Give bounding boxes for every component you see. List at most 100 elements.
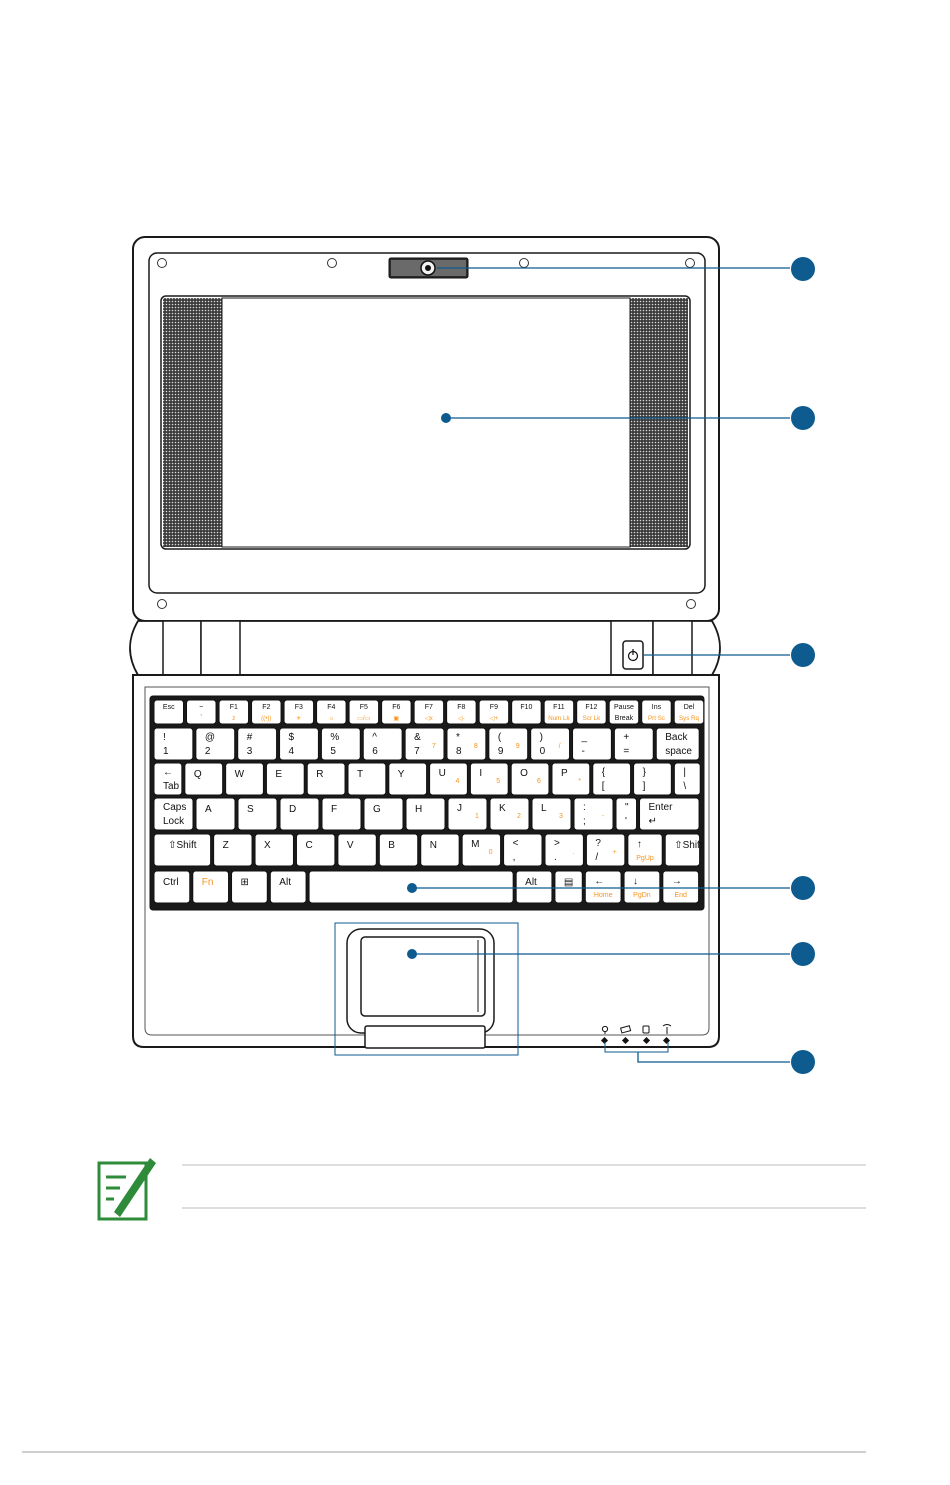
keyboard-key: @2 (195, 727, 236, 761)
key-sublabel: 8 (456, 746, 462, 757)
key-fn-label: 8 (474, 743, 478, 750)
key-label: P (561, 768, 568, 779)
key-label: X (264, 840, 271, 851)
keyboard-key: ?/+ (585, 833, 626, 867)
key-label: D (289, 804, 296, 815)
keyboard-key: "' (615, 797, 638, 831)
keyboard-key: ^6 (362, 727, 403, 761)
key-fn-label: Home (594, 892, 613, 899)
key-label: Y (398, 769, 405, 780)
key-sublabel: ` (200, 715, 202, 722)
key-sublabel: Tab (163, 781, 180, 792)
keyboard-key: M0 (461, 833, 502, 867)
key-label: E (275, 769, 282, 780)
key-label: ← (163, 767, 173, 778)
touchpad-surface (360, 936, 486, 1017)
key-label: % (330, 732, 339, 743)
keyboard-key: _- (572, 727, 612, 761)
right-speaker-grille (630, 298, 688, 547)
key-sublabel: space (665, 746, 692, 757)
key-label: Alt (279, 877, 291, 888)
key-label: F7 (425, 704, 433, 711)
keyboard-key: ⊞ (231, 870, 268, 904)
key-fn-label: * (578, 778, 581, 785)
lid-screw-top-left (157, 258, 167, 268)
keyboard-key: J1 (447, 797, 488, 831)
key-label: } (643, 767, 647, 778)
key-label: Del (684, 704, 695, 711)
keyboard-key: C (295, 833, 336, 867)
key-fn-label: Prt Sc (648, 715, 665, 722)
key-fn-label: + (613, 849, 617, 856)
key-label: ← (594, 876, 604, 887)
key-sublabel: , (513, 852, 516, 863)
key-label: > (554, 838, 560, 849)
note-block (97, 1158, 866, 1221)
keyboard-key: Q (184, 762, 224, 796)
key-label: ↑ (637, 839, 642, 850)
key-label: F3 (295, 704, 303, 711)
keyboard-key: N (420, 833, 460, 867)
callout-anchor-display (441, 413, 451, 423)
power-led-icon (601, 1025, 609, 1034)
keyboard-key: F5 ▭/▭ (348, 699, 380, 725)
key-label: " (625, 802, 629, 813)
key-label: + (623, 732, 629, 743)
keyboard-key: += (613, 727, 654, 761)
key-sublabel: \ (683, 781, 686, 792)
key-label: ) (540, 732, 543, 743)
keyboard-key: D (279, 797, 320, 831)
keyboard-key: L3 (531, 797, 572, 831)
keyboard-key: !1 (153, 727, 194, 761)
key-label: G (373, 804, 381, 815)
key-label: ⇧Shift (168, 840, 197, 851)
keyboard-key: {[ (592, 762, 632, 796)
key-label: ! (163, 732, 166, 743)
key-label: ( (498, 732, 502, 743)
key-label: Q (194, 769, 202, 780)
key-label: F5 (360, 704, 368, 711)
keyboard-key: F6▣ (381, 699, 412, 725)
key-label: Enter (649, 802, 674, 813)
key-fn-label: Scr Lk (583, 715, 601, 722)
key-label: @ (205, 732, 215, 743)
key-label: F11 (553, 704, 565, 711)
touchpad-button (364, 1025, 486, 1049)
keyboard-key: S (237, 797, 278, 831)
key-sublabel: 0 (540, 746, 546, 757)
key-label: & (414, 732, 421, 743)
keyboard-key: ↑PgUp (627, 833, 663, 867)
key-fn-label: ☀ (296, 715, 302, 722)
keyboard-key: }] (633, 762, 672, 796)
key-label: F8 (457, 704, 465, 711)
key-fn-label: ▭/▭ (357, 715, 371, 722)
key-label: _ (581, 732, 588, 743)
key-sublabel: ; (583, 816, 586, 827)
key-sublabel: [ (602, 781, 605, 792)
key-label: S (247, 804, 254, 815)
keyboard-key: W (225, 762, 264, 796)
key-fn-label: . (572, 849, 574, 856)
keyboard-key: P* (551, 762, 591, 796)
keyboard-key: F3 ☀ (283, 699, 315, 725)
key-label: N (430, 840, 437, 851)
keyboard-key: I5 (469, 762, 509, 796)
callout-marker-camera (791, 257, 815, 281)
key-sublabel: Lock (163, 816, 185, 827)
key-fn-label: ▣ (393, 715, 399, 722)
key-sublabel: Break (615, 715, 634, 722)
key-sublabel: = (623, 746, 629, 757)
key-label: F9 (490, 704, 498, 711)
key-label: F2 (262, 704, 270, 711)
key-label: W (235, 769, 245, 780)
key-label: T (357, 769, 363, 780)
keyboard-key: Alt (515, 870, 553, 904)
battery-led-icon (620, 1025, 632, 1034)
keyboard-key: X (254, 833, 294, 867)
callout-marker-touchpad (791, 942, 815, 966)
